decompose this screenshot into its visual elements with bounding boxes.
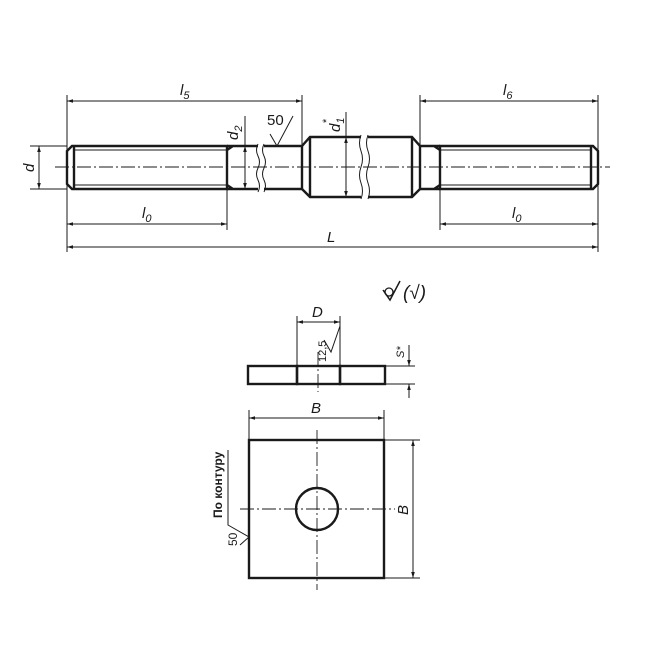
- svg-text:d1*: d1*: [321, 118, 347, 132]
- label-d: d: [21, 163, 38, 172]
- roughness-symbol: [269, 115, 294, 148]
- roughness-value: 50: [267, 112, 284, 129]
- svg-text:l0: l0: [512, 205, 522, 225]
- right-thread: [438, 144, 600, 191]
- washer-top-view: B B По контуру 50: [211, 400, 420, 590]
- label-L: L: [327, 229, 335, 246]
- svg-text:l5: l5: [180, 82, 190, 102]
- svg-text:B: B: [311, 400, 321, 417]
- svg-text:l0: l0: [142, 205, 152, 225]
- svg-text:D: D: [312, 304, 323, 321]
- general-roughness: (√): [382, 280, 426, 304]
- svg-text:l6: l6: [503, 82, 513, 102]
- svg-text:По контуру: По контуру: [211, 451, 225, 518]
- svg-text:B: B: [395, 505, 412, 515]
- svg-text:(√): (√): [403, 283, 426, 304]
- washer-side-view: D 12,5 S*: [246, 304, 415, 398]
- svg-text:S*: S*: [395, 346, 407, 358]
- svg-text:12,5: 12,5: [317, 341, 329, 362]
- svg-text:d2: d2: [225, 126, 245, 140]
- left-thread: [65, 144, 229, 191]
- svg-text:50: 50: [226, 532, 240, 546]
- stud-view: l5 l6 l0 l0 L d d2 d1* 50: [21, 82, 610, 252]
